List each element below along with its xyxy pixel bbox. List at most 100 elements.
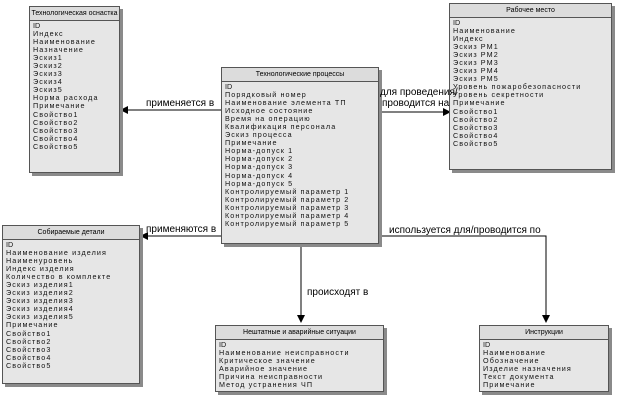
entity-field: Свойство5 bbox=[6, 361, 52, 370]
entity-field: Эскиз изделия5 bbox=[6, 313, 74, 322]
entity-field-id: ID bbox=[219, 341, 227, 349]
entity-field-id: ID bbox=[6, 241, 14, 249]
entity-field: Наименование изделия bbox=[6, 249, 108, 258]
entity-field-id: ID bbox=[33, 22, 41, 30]
entity-field: Эскиз РМ4 bbox=[453, 67, 499, 76]
entity-field: Свойство1 bbox=[453, 107, 499, 116]
entity-title: Рабочее место bbox=[450, 4, 611, 18]
entity-field: Свойство3 bbox=[453, 123, 499, 132]
relation-label-primenyaetsya: применяется в bbox=[146, 98, 215, 109]
entity-field: Изделие назначения bbox=[483, 365, 572, 374]
relation-label-proiskhodyat: происходят в bbox=[307, 287, 369, 298]
entity-field: Уровень пожаробезопасности bbox=[453, 83, 582, 92]
entity-field: Наименование bbox=[33, 38, 97, 47]
entity-title: Собираемые детали bbox=[3, 226, 139, 240]
entity-field: Свойство5 bbox=[453, 139, 499, 148]
entity-field: Примечание bbox=[453, 99, 506, 108]
entity-field: Свойство5 bbox=[33, 142, 79, 151]
relation-label-ispolzuetsya: используется для/проводится по bbox=[389, 225, 541, 236]
relation-label-primenyayutsya: применяются в bbox=[146, 224, 217, 235]
entity-field: Свойство2 bbox=[6, 337, 52, 346]
entity-field: Наименование неисправности bbox=[219, 349, 350, 358]
entity-field: Эскиз изделия4 bbox=[6, 305, 74, 314]
entity-field: Свойство1 bbox=[33, 110, 79, 119]
entity-field: Примечание bbox=[483, 381, 536, 390]
entity-field-id: ID bbox=[483, 341, 491, 349]
entity-field: Квалификация персонала bbox=[225, 123, 337, 132]
entity-field: Количество в комплекте bbox=[6, 273, 112, 282]
entity-field: Уровень секретности bbox=[453, 91, 545, 100]
entity-field: Норма-допуск 5 bbox=[225, 179, 294, 188]
entity-field: Норма расхода bbox=[33, 94, 99, 103]
entity-field: Контролируемый параметр 2 bbox=[225, 195, 350, 204]
entity-field: Исходное состояние bbox=[225, 107, 314, 116]
entity-field: Порядковый номер bbox=[225, 91, 307, 100]
entity-field: Примечание bbox=[6, 321, 59, 330]
entity-field: Эскиз3 bbox=[33, 70, 63, 79]
entity-field: Примечание bbox=[225, 139, 278, 148]
entity-field: Эскиз изделия3 bbox=[6, 297, 74, 306]
entity-field: Норма-допуск 4 bbox=[225, 171, 294, 180]
entity-field: Аварийное значение bbox=[219, 365, 309, 374]
entity-field: Эскиз изделия1 bbox=[6, 281, 74, 290]
entity-field: Индекс bbox=[453, 35, 484, 44]
entity-field: Контролируемый параметр 3 bbox=[225, 203, 350, 212]
entity-field: Эскиз2 bbox=[33, 62, 63, 71]
relation-label-provedeniya-2: проводится на bbox=[382, 98, 450, 109]
relation-label-provedeniya-1: для проведения/ bbox=[380, 87, 458, 98]
arrow-to-instrukcii bbox=[379, 235, 550, 323]
entity-field: Свойство2 bbox=[33, 118, 79, 127]
entity-title: Технологические процессы bbox=[222, 68, 378, 82]
entity-field-id: ID bbox=[453, 19, 461, 27]
entity-field: Свойство4 bbox=[453, 131, 499, 140]
entity-field: Эскиз РМ5 bbox=[453, 75, 499, 84]
entity-field: Свойство3 bbox=[33, 126, 79, 135]
entity-field: Свойство1 bbox=[6, 329, 52, 338]
entity-field: Эскиз РМ2 bbox=[453, 51, 499, 60]
entity-field: Индекс bbox=[33, 30, 64, 39]
entity-field: Свойство2 bbox=[453, 115, 499, 124]
entity-field: Метод устранения ЧП bbox=[219, 381, 314, 390]
entity-field: Эскиз5 bbox=[33, 86, 63, 95]
entity-field: Эскиз4 bbox=[33, 78, 63, 87]
entity-field: Причина неисправности bbox=[219, 373, 324, 382]
entity-field: Норма-допуск 3 bbox=[225, 163, 294, 172]
entity-title: Нештатные и аварийные ситуации bbox=[216, 326, 383, 340]
entity-field: Контролируемый параметр 4 bbox=[225, 211, 350, 220]
entity-field: Наименуровень bbox=[6, 257, 74, 266]
entity-field: Эскиз РМ3 bbox=[453, 59, 499, 68]
entity-field: Время на операцию bbox=[225, 115, 311, 124]
entity-field: Критическое значение bbox=[219, 357, 316, 366]
entity-field: Контролируемый параметр 1 bbox=[225, 187, 350, 196]
entity-field: Свойство4 bbox=[33, 134, 79, 143]
entity-title: Технологическая оснастка bbox=[30, 7, 119, 21]
entity-field: Наименование bbox=[453, 27, 517, 36]
entity-field-id: ID bbox=[225, 83, 233, 91]
entity-title: Инструкции bbox=[480, 326, 608, 340]
entity-field: Эскиз изделия2 bbox=[6, 289, 74, 298]
entity-field: Назначение bbox=[33, 46, 84, 55]
entity-field: Контролируемый параметр 5 bbox=[225, 219, 350, 228]
entity-field: Индекс изделия bbox=[6, 265, 75, 274]
entity-field: Свойство3 bbox=[6, 345, 52, 354]
entity-field: Текст документа bbox=[483, 373, 555, 382]
entity-field: Эскиз1 bbox=[33, 54, 63, 63]
entity-field: Наименование элемента ТП bbox=[225, 99, 347, 108]
entity-field: Наименование bbox=[483, 349, 547, 358]
entity-field: Норма-допуск 2 bbox=[225, 155, 294, 164]
entity-field: Эскиз процесса bbox=[225, 131, 293, 140]
entity-field: Эскиз РМ1 bbox=[453, 43, 499, 52]
